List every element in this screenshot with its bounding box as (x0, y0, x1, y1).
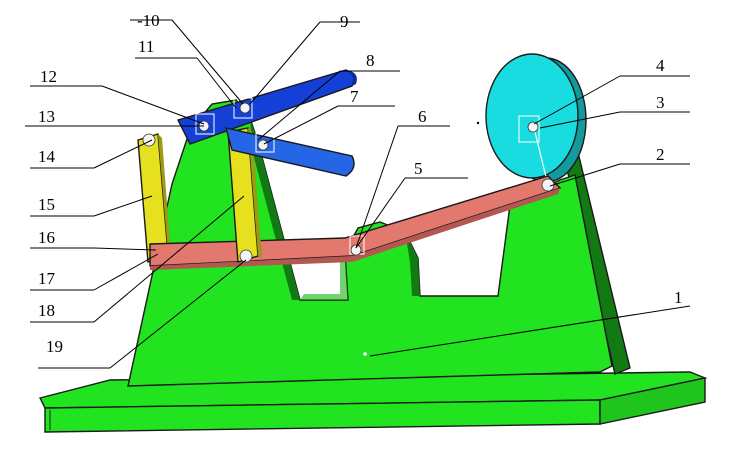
blue-rocker-back (225, 127, 355, 177)
disc-axle-pin-icon (527, 121, 539, 133)
part-label-2: 2 (656, 145, 665, 164)
blue-rocker-front (177, 69, 357, 145)
part-label-14: 14 (38, 147, 56, 166)
part-label-3: 3 (656, 93, 665, 112)
part-label-10: -10 (137, 11, 160, 30)
part-label-4: 4 (656, 56, 665, 75)
part-label-19: 19 (46, 337, 63, 356)
part-labels: 1 2 3 4 5 6 7 8 9 -10 11 12 13 14 15 16 … (38, 11, 683, 356)
yellow-link-left (137, 133, 171, 264)
yellow-link-right (227, 127, 262, 263)
leader-lines (25, 19, 691, 369)
part-label-5: 5 (414, 159, 423, 178)
part-label-6: 6 (418, 107, 427, 126)
rocker-pivot-blocks (195, 97, 275, 153)
part-label-18: 18 (38, 301, 55, 320)
crank-disc (485, 53, 587, 186)
part-label-12: 12 (40, 67, 57, 86)
part-label-15: 15 (38, 195, 55, 214)
part-label-7: 7 (350, 87, 359, 106)
part-label-9: 9 (340, 12, 349, 31)
part-label-17: 17 (38, 269, 56, 288)
part-label-8: 8 (366, 51, 375, 70)
part-label-13: 13 (38, 107, 55, 126)
part-label-16: 16 (38, 228, 55, 247)
part-label-11: 11 (138, 37, 154, 56)
part-label-1: 1 (674, 288, 683, 307)
